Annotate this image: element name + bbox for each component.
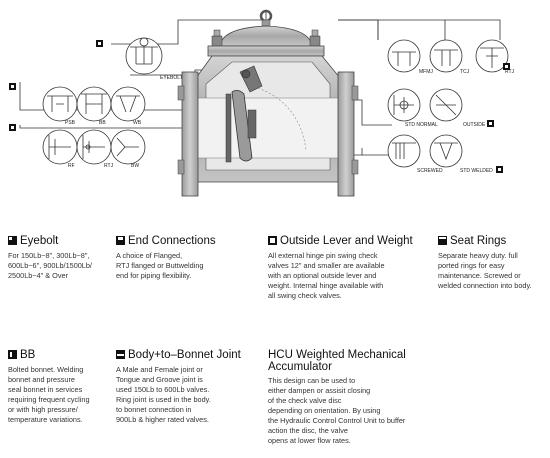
bb-text: Bolted bonnet. Welding bonnet and pressu… — [8, 365, 90, 424]
seat-rings-small-icon — [496, 166, 503, 173]
outside-lever-heading: Outside Lever and Weight — [268, 235, 428, 248]
seat-rings-text: Separate heavy duty. full ported rings f… — [438, 251, 532, 290]
outside-lever-text: All external hinge pin swing check valve… — [268, 251, 385, 300]
outside-lever-small-icon — [487, 120, 494, 127]
seat-rings-heading: Seat Rings — [438, 235, 548, 248]
wb-label: WB — [133, 120, 142, 126]
body-bonnet-heading: Body+to–Bonnet Joint — [116, 349, 261, 362]
eyebolt-section: Eyebolt For 150Lb~8", 300Lb~8", 600Lb~6"… — [8, 235, 136, 281]
eyebolt-heading: Eyebolt — [8, 235, 136, 248]
body-bonnet-text: A Male and Female joint or Tongue and Gr… — [116, 365, 211, 424]
body-bonnet-section: Body+to–Bonnet Joint A Male and Female j… — [116, 349, 261, 425]
eyebolt-text: For 150Lb~8", 300Lb~8", 600Lb~6", 900Lb/… — [8, 251, 92, 280]
end-connections-text: A choice of Flanged, RTJ flanged or Butt… — [116, 251, 204, 280]
hcu-text: This design can be used to either dampen… — [268, 376, 406, 445]
wb-detail — [110, 86, 146, 122]
seat-rings-section: Seat Rings Separate heavy duty. full por… — [438, 235, 548, 291]
valve-body — [177, 9, 359, 197]
body-bonnet-icon — [116, 350, 125, 359]
mfmj-label: MFMJ — [419, 69, 433, 75]
bb-small-icon — [9, 83, 16, 90]
body-bonnet-small-icon — [503, 63, 510, 70]
eyebolt-label: EYEBOLT — [160, 75, 183, 81]
tcj-label: TCJ — [460, 69, 470, 75]
std-normal-label: STD NORMAL — [405, 122, 438, 128]
bw-label: BW — [131, 163, 139, 169]
eyebolt-detail — [125, 37, 163, 75]
outside-lever-section: Outside Lever and Weight All external hi… — [268, 235, 428, 301]
rf-label: RF — [68, 163, 75, 169]
end-connections-heading: End Connections — [116, 235, 244, 248]
end-connections-section: End Connections A choice of Flanged, RTJ… — [116, 235, 244, 281]
outside-lever-icon — [268, 236, 277, 245]
tcj-detail — [429, 39, 463, 73]
std-welded-detail — [429, 134, 463, 168]
rtj-label: RTJ — [104, 163, 114, 169]
bb-icon — [8, 350, 17, 359]
bb-label: BB — [99, 120, 106, 126]
eyebolt-icon — [8, 236, 17, 245]
screwed-label: SCREWED — [417, 168, 443, 174]
bb-heading: BB — [8, 349, 136, 362]
mfmj-detail — [387, 39, 421, 73]
bb-section: BB Bolted bonnet. Welding bonnet and pre… — [8, 349, 136, 425]
seat-rings-icon — [438, 236, 447, 245]
rtj-seat-label: RTJ — [505, 69, 515, 75]
end-connections-icon — [116, 236, 125, 245]
psb-label: PSB — [65, 120, 76, 126]
outside-label: OUTSIDE — [463, 122, 486, 128]
std-welded-label: STD WELDED — [460, 168, 493, 174]
eyebolt-small-icon — [96, 40, 103, 47]
end-connections-small-icon — [9, 124, 16, 131]
valve-diagram: EYEBOLT PSB BB WB RF RTJ BW — [9, 9, 515, 197]
